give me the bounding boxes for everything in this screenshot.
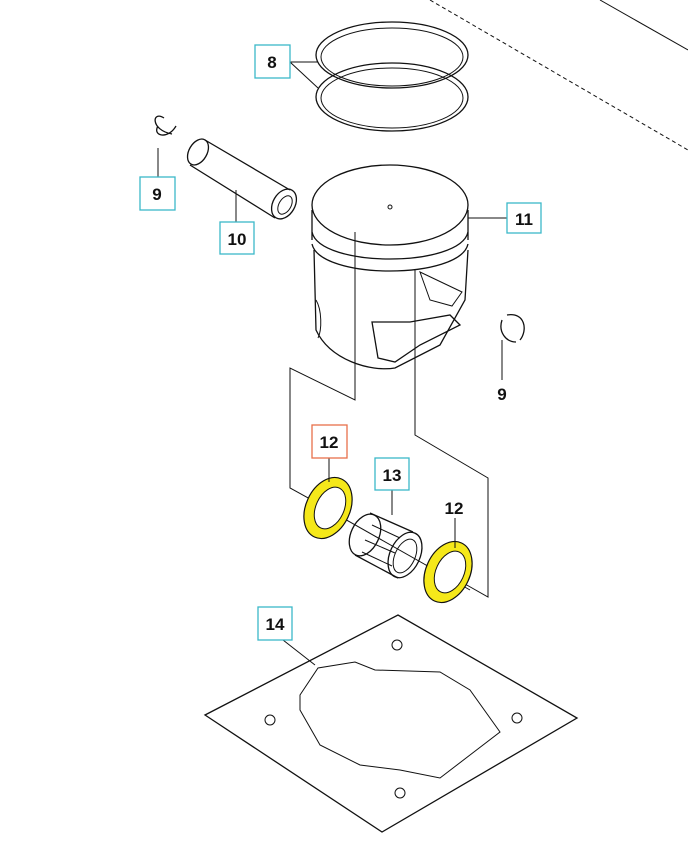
callout-10[interactable]: 10 (219, 221, 255, 255)
svg-text:12: 12 (320, 433, 339, 452)
thrust-washer-right[interactable] (415, 534, 482, 611)
callout-12[interactable]: 12 (445, 499, 464, 518)
callout-13[interactable]: 13 (374, 457, 410, 491)
piston-pin[interactable] (183, 135, 301, 223)
thrust-washer-left[interactable] (295, 470, 362, 547)
piston[interactable] (289, 164, 489, 598)
callout-14[interactable]: 14 (257, 606, 293, 641)
svg-text:9: 9 (497, 385, 506, 404)
background-dashed-lines (429, 0, 688, 151)
circlip-left[interactable] (154, 115, 177, 136)
callout-8[interactable]: 8 (254, 44, 291, 79)
circlip-right[interactable] (500, 314, 525, 343)
svg-text:8: 8 (267, 53, 276, 72)
svg-text:9: 9 (152, 185, 161, 204)
svg-text:11: 11 (515, 210, 533, 229)
piston-rings[interactable] (315, 21, 469, 132)
leader-lines (157, 61, 507, 666)
svg-text:12: 12 (445, 499, 464, 518)
callout-12-highlighted[interactable]: 12 (311, 424, 348, 459)
svg-text:13: 13 (383, 466, 402, 485)
cylinder-gasket[interactable] (203, 614, 579, 833)
callout-9-right[interactable]: 9 (497, 385, 506, 404)
svg-text:14: 14 (266, 615, 285, 634)
callout-11[interactable]: 11 (506, 202, 542, 234)
svg-text:10: 10 (228, 230, 247, 249)
callout-9-left[interactable]: 9 (139, 176, 176, 211)
